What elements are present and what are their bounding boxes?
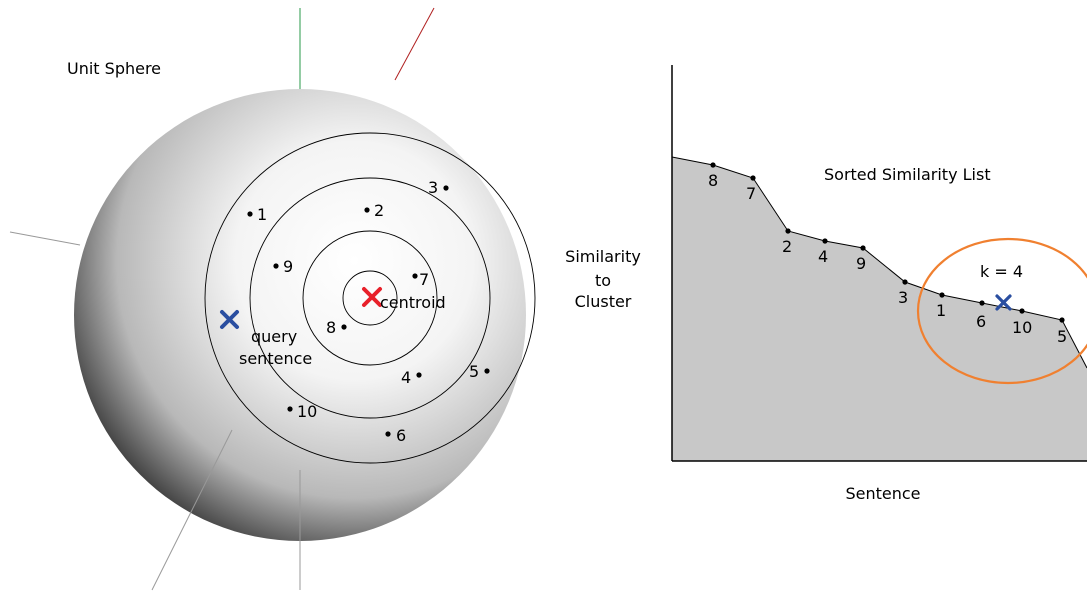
sphere-point-7 [412, 273, 418, 279]
centroid-marker [362, 287, 382, 307]
sphere-point-10 [287, 406, 293, 412]
sphere-point-5 [484, 368, 490, 374]
sphere-point-label-5: 5 [469, 362, 479, 381]
plot-point-1 [939, 292, 945, 298]
plot-point-label-4: 4 [818, 247, 828, 266]
sphere-point-label-8: 8 [326, 318, 336, 337]
plot-points: 8 7 2 4 9 3 1 6 10 5 [708, 162, 1067, 346]
plot-point-7 [750, 175, 756, 181]
plot-title: Sorted Similarity List [824, 165, 991, 184]
plot-point-label-2: 2 [782, 237, 792, 256]
sphere-title: Unit Sphere [67, 59, 161, 78]
sphere-point-6 [385, 431, 391, 437]
ring-3 [249, 177, 491, 419]
sphere-point-8 [341, 324, 347, 330]
query-label-line2: sentence [239, 349, 312, 368]
similarity-plot-panel: 8 7 2 4 9 3 1 6 10 5 Sorted Similarity List Simil… [565, 65, 1087, 503]
xlabel: Sentence [845, 484, 920, 503]
sphere-point-9 [273, 263, 279, 269]
plot-point-label-7: 7 [746, 184, 756, 203]
sphere-points: 1 2 3 4 5 6 7 8 9 10 [247, 178, 490, 445]
plot-point-5 [1059, 317, 1065, 323]
plot-point-label-9: 9 [856, 254, 866, 273]
plot-point-label-1: 1 [936, 301, 946, 320]
ring-4 [204, 132, 536, 464]
plot-point-label-6: 6 [976, 312, 986, 331]
ylabel-line2: to [595, 271, 611, 290]
sphere-point-label-6: 6 [396, 426, 406, 445]
sphere-point-label-9: 9 [283, 257, 293, 276]
sphere-point-label-3: 3 [428, 178, 438, 197]
plot-point-3 [902, 279, 908, 285]
axis-gray-left [9, 231, 81, 246]
query-marker [220, 310, 239, 329]
k-label: k = 4 [980, 262, 1023, 281]
plot-point-10 [1019, 308, 1025, 314]
sphere-point-3 [443, 185, 449, 191]
similarity-area [672, 157, 1087, 461]
k-neighborhood-ellipse [916, 237, 1087, 385]
plot-point-2 [785, 228, 791, 234]
ylabel-line1: Similarity [565, 247, 641, 266]
plot-point-label-8: 8 [708, 171, 718, 190]
sphere [74, 89, 526, 541]
plot-point-6 [979, 300, 985, 306]
plot-point-9 [860, 245, 866, 251]
plot-query-marker [995, 294, 1012, 311]
ylabel-line3: Cluster [575, 292, 632, 311]
similarity-curve [671, 156, 1087, 369]
sphere-point-1 [247, 211, 253, 217]
ring-1 [342, 270, 398, 326]
axis-gray-bottom-left [151, 429, 233, 591]
sphere-point-label-4: 4 [401, 368, 411, 387]
centroid-label: centroid [380, 293, 446, 312]
unit-sphere-panel: Unit Sphere 1 2 3 4 5 6 7 8 9 10 centroid query s… [9, 7, 536, 591]
plot-point-label-10: 10 [1012, 318, 1032, 337]
plot-point-label-3: 3 [898, 288, 908, 307]
axis-red [394, 7, 435, 81]
sphere-point-label-10: 10 [297, 402, 317, 421]
plot-point-8 [710, 162, 716, 168]
sphere-point-2 [364, 207, 370, 213]
plot-point-4 [822, 238, 828, 244]
sphere-point-4 [416, 372, 422, 378]
sphere-point-label-1: 1 [257, 205, 267, 224]
query-label-line1: query [251, 327, 297, 346]
sphere-point-label-2: 2 [374, 201, 384, 220]
ring-2 [302, 230, 438, 366]
sphere-point-label-7: 7 [419, 270, 429, 289]
plot-point-label-5: 5 [1057, 327, 1067, 346]
